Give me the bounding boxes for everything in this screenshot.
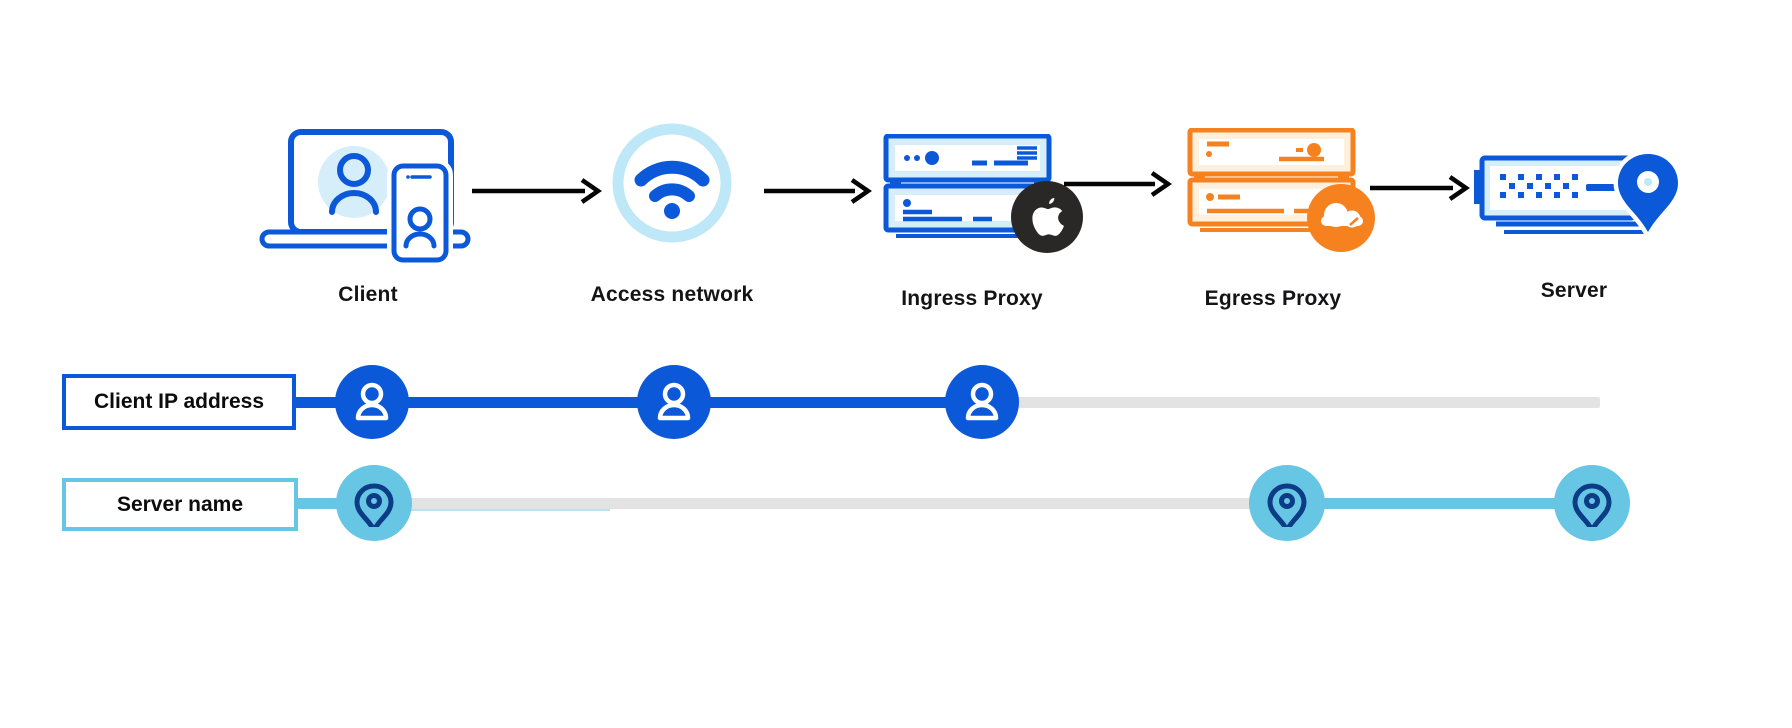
node-label-client: Client — [338, 283, 398, 306]
node-label-access-network: Access network — [590, 283, 754, 306]
person-icon — [657, 382, 691, 421]
location-pin-icon — [1572, 483, 1612, 527]
cloudflare-logo-icon — [1307, 184, 1375, 252]
server-name-marker-client — [336, 465, 412, 541]
wifi-icon — [612, 123, 732, 243]
server-name-hidden-segment — [376, 498, 1287, 509]
client-ip-hidden-segment — [982, 397, 1600, 408]
client-ip-address-label: Client IP address — [93, 390, 264, 413]
server-name-label: Server name — [116, 492, 244, 516]
client-ip-marker-access-network — [637, 365, 711, 439]
server-stack-icon — [1187, 128, 1356, 232]
server-name-line-artifact — [380, 509, 610, 511]
server-name-label-box: Server name — [62, 478, 298, 531]
laptop-user-icon — [259, 129, 471, 267]
person-icon — [965, 382, 999, 421]
client-ip-marker-client — [335, 365, 409, 439]
location-pin-icon — [354, 483, 394, 527]
server-name-visible-segment-right — [1287, 498, 1592, 509]
node-label-egress-proxy: Egress Proxy — [1204, 287, 1342, 310]
server-location-icon — [1474, 152, 1680, 242]
server-name-marker-server — [1554, 465, 1630, 541]
node-label-server: Server — [1540, 279, 1608, 302]
arrow-right-icon — [764, 178, 872, 204]
server-name-marker-egress-proxy — [1249, 465, 1325, 541]
apple-logo-icon — [1011, 181, 1083, 253]
arrow-right-icon — [1370, 175, 1470, 201]
client-ip-visible-segment — [290, 397, 982, 408]
location-pin-icon — [1267, 483, 1307, 527]
arrow-right-icon — [472, 178, 602, 204]
client-ip-marker-ingress-proxy — [945, 365, 1019, 439]
client-ip-address-label-box: Client IP address — [62, 374, 296, 430]
person-icon — [355, 382, 389, 421]
arrow-right-icon — [1064, 171, 1172, 197]
node-label-ingress-proxy: Ingress Proxy — [901, 287, 1043, 310]
